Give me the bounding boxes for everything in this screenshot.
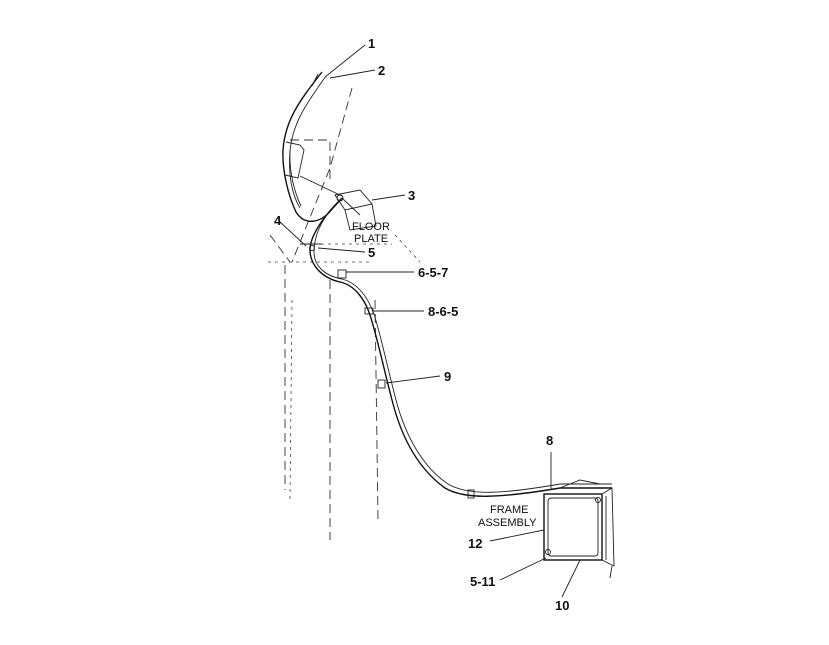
pedal-arm: [282, 71, 343, 222]
frame-assembly-box: [543, 479, 615, 579]
floor-plate-clamp: [334, 189, 377, 231]
callout-12: 12: [468, 536, 482, 551]
callout-4: 4: [274, 213, 282, 228]
cable-run: [300, 199, 612, 499]
callout-10: 10: [555, 598, 569, 613]
callout-9: 9: [444, 369, 451, 384]
callout-6-5-7: 6-5-7: [418, 265, 448, 280]
callout-2: 2: [378, 63, 385, 78]
callout-5: 5: [368, 245, 375, 260]
frame-assembly-label-line1: FRAME: [490, 504, 529, 516]
callout-8: 8: [546, 433, 553, 448]
phantom-outline: [268, 87, 421, 540]
floor-plate-label-line1: FLOOR: [352, 221, 390, 233]
callout-1: 1: [368, 36, 375, 51]
leader-lines: [279, 44, 581, 598]
frame-assembly-label-line2: ASSEMBLY: [478, 517, 537, 529]
callout-3: 3: [408, 188, 415, 203]
callout-5-11: 5-11: [470, 574, 495, 589]
callout-8-6-5: 8-6-5: [428, 304, 458, 319]
floor-plate-label-line2: PLATE: [354, 233, 388, 245]
